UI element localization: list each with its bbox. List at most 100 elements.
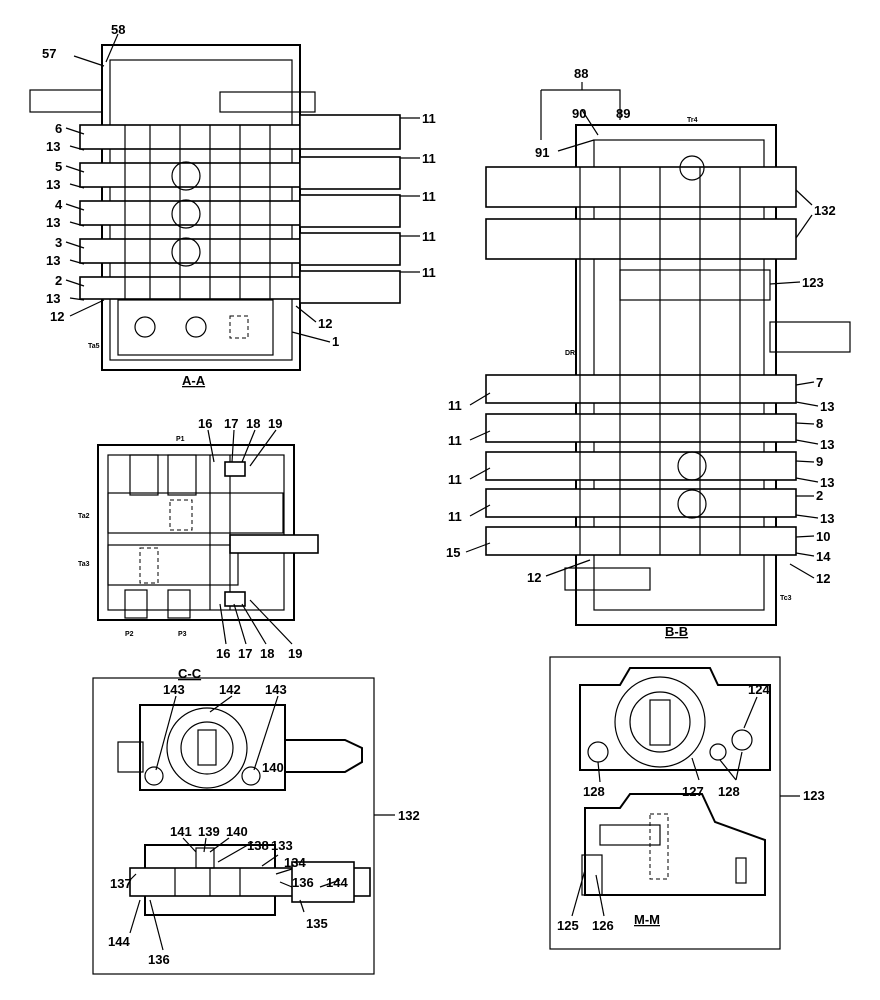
- bb-label-12: 12: [527, 570, 541, 585]
- aa-label-13: 13: [46, 139, 60, 154]
- aa-label-3: 3: [55, 235, 62, 250]
- section-bb-labels: 88 90 89 91 132 123 7 13 8 13 9 13 2 13 …: [446, 66, 836, 639]
- cc-label-19: 19: [288, 646, 302, 661]
- aa-label-6: 6: [55, 121, 62, 136]
- cc-port-ta2: Ta2: [78, 513, 90, 520]
- d132-label-137: 137: [110, 876, 132, 891]
- d123-label-125: 125: [557, 918, 579, 933]
- bb-label-11: 11: [448, 472, 462, 487]
- bb-label-13: 13: [820, 437, 834, 452]
- aa-label-13: 13: [46, 215, 60, 230]
- aa-label-11: 11: [422, 189, 436, 204]
- d132-label-143: 143: [265, 682, 287, 697]
- d132-label-133: 133: [271, 838, 293, 853]
- detail-132-labels: 143 142 143 140 141 139 140 138 133 134 …: [108, 682, 420, 967]
- cc-port-p2: P2: [125, 631, 134, 638]
- detail-132-box: [92, 677, 375, 975]
- aa-end-caps: [299, 114, 401, 304]
- d132-label-136: 136: [292, 875, 314, 890]
- detail-123-box: [549, 656, 781, 950]
- aa-label-12: 12: [318, 316, 332, 331]
- bb-label-7: 7: [816, 375, 823, 390]
- bb-label-11: 11: [448, 509, 462, 524]
- bb-label-2: 2: [816, 488, 823, 503]
- bb-label-13: 13: [820, 399, 834, 414]
- cc-port-ta3: Ta3: [78, 561, 90, 568]
- section-title-mm: M-M: [634, 912, 660, 927]
- bb-label-91: 91: [535, 145, 549, 160]
- section-title-bb: B-B: [665, 624, 688, 639]
- d132-label-140: 140: [226, 824, 248, 839]
- aa-label-58: 58: [111, 22, 125, 37]
- bb-label-15: 15: [446, 545, 460, 560]
- aa-label-4: 4: [55, 197, 63, 212]
- bb-port-tr4: Tr4: [687, 117, 698, 124]
- aa-label-11: 11: [422, 151, 436, 166]
- section-bb-drawing: [485, 124, 851, 626]
- d132-label-140: 140: [262, 760, 284, 775]
- bb-label-9: 9: [816, 454, 823, 469]
- section-bb-leaders: [465, 82, 819, 579]
- bb-label-132: 132: [814, 203, 836, 218]
- bb-lower-spools: [485, 374, 797, 556]
- aa-label-11: 11: [422, 229, 436, 244]
- cc-label-17: 17: [238, 646, 252, 661]
- bb-label-11: 11: [448, 398, 462, 413]
- section-title-cc: C-C: [178, 666, 202, 681]
- d123-label-128: 128: [583, 784, 605, 799]
- aa-label-12: 12: [50, 309, 64, 324]
- section-title-aa: A-A: [182, 373, 206, 388]
- detail-123-labels: 124 128 127 128 123 125 126 M-M: [557, 682, 825, 933]
- bb-label-13: 13: [820, 475, 834, 490]
- d132-label-142: 142: [219, 682, 241, 697]
- bb-port-dr: DR: [565, 350, 575, 357]
- bb-label-10: 10: [816, 529, 830, 544]
- bb-label-14: 14: [816, 549, 831, 564]
- bb-label-8: 8: [816, 416, 823, 431]
- cc-label-18: 18: [246, 416, 260, 431]
- bb-label-11: 11: [448, 433, 462, 448]
- cc-label-16: 16: [198, 416, 212, 431]
- cc-label-18: 18: [260, 646, 274, 661]
- aa-label-13: 13: [46, 291, 60, 306]
- bb-label-88: 88: [574, 66, 588, 81]
- aa-label-5: 5: [55, 159, 62, 174]
- section-cc-drawing: [97, 444, 319, 621]
- d123-label-128: 128: [718, 784, 740, 799]
- bb-label-89: 89: [616, 106, 630, 121]
- aa-label-13: 13: [46, 177, 60, 192]
- section-aa-labels: 58 57 6 13 5 13 4 13 3 13 2 13 12 11 11 …: [42, 22, 436, 388]
- bb-label-12: 12: [816, 571, 830, 586]
- d123-label-127: 127: [682, 784, 704, 799]
- detail-132-leaders: [129, 695, 395, 951]
- aa-label-11: 11: [422, 111, 436, 126]
- cc-port-p3: P3: [178, 631, 187, 638]
- aa-label-2: 2: [55, 273, 62, 288]
- aa-port-ta5: Ta5: [88, 343, 100, 350]
- aa-label-11: 11: [422, 265, 436, 280]
- section-aa-drawing: [29, 44, 401, 371]
- aa-label-57: 57: [42, 46, 56, 61]
- d132-label-143: 143: [163, 682, 185, 697]
- d132-label-144: 144: [108, 934, 130, 949]
- d132-label-135: 135: [306, 916, 328, 931]
- d132-label-138: 138: [247, 838, 269, 853]
- d132-label-136: 136: [148, 952, 170, 967]
- detail-123-leaders: [571, 696, 800, 917]
- d132-label-144: 144: [326, 875, 348, 890]
- cc-port-p1: P1: [176, 436, 185, 443]
- d123-label-124: 124: [748, 682, 770, 697]
- cc-label-19: 19: [268, 416, 282, 431]
- d132-label-132: 132: [398, 808, 420, 823]
- aa-spools: [79, 124, 301, 300]
- d132-label-134: 134: [284, 855, 306, 870]
- d132-label-141: 141: [170, 824, 192, 839]
- section-cc-labels: 16 17 18 19 16 17 18 19 P1 Ta2 Ta3 P2 P3…: [78, 416, 302, 681]
- aa-label-13: 13: [46, 253, 60, 268]
- bb-port-tc3: Tc3: [780, 595, 792, 602]
- d132-label-139: 139: [198, 824, 220, 839]
- section-cc-leaders: [207, 429, 293, 645]
- bb-upper-spools: [485, 166, 797, 260]
